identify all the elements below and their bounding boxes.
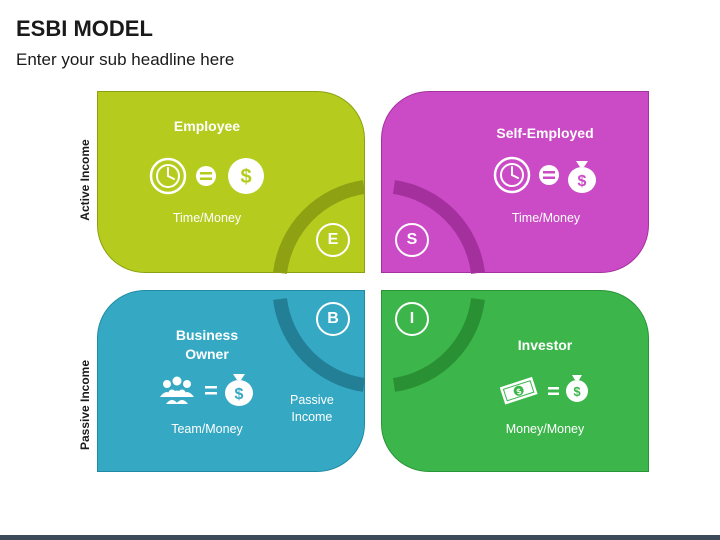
clock-icon	[149, 157, 187, 195]
money-bag-icon: $	[568, 161, 596, 193]
letter-badge-e: E	[316, 223, 350, 257]
letter-badge-i: I	[395, 302, 429, 336]
business-owner-title-line1: Business	[175, 327, 239, 343]
self-employed-icon-row: $	[493, 156, 596, 194]
side-label-passive-income: Passive Income	[78, 359, 92, 451]
equals-icon	[205, 386, 217, 395]
side-label-active-income: Active Income	[78, 139, 92, 221]
employee-title: Employee	[173, 118, 241, 134]
svg-text:$: $	[515, 387, 523, 397]
equals-icon	[548, 387, 559, 395]
business-owner-title: Business Owner	[147, 326, 267, 364]
letter-badge-b: B	[316, 302, 350, 336]
investor-title: Investor	[517, 337, 573, 353]
self-employed-title: Self-Employed	[496, 125, 594, 141]
investor-subtitle: Money/Money	[505, 422, 585, 436]
clock-icon	[493, 156, 531, 194]
page-subtitle: Enter your sub headline here	[16, 50, 235, 69]
money-bag-icon: $	[566, 375, 588, 402]
letter-badge-s: S	[395, 223, 429, 257]
passive-income-label: Passive Income	[290, 392, 334, 426]
footer-bar	[0, 535, 720, 540]
business-owner-icon-row: $	[160, 374, 253, 406]
svg-text:$: $	[578, 173, 587, 190]
equals-icon	[539, 165, 559, 185]
self-employed-subtitle: Time/Money	[511, 211, 581, 225]
business-owner-subtitle: Team/Money	[171, 422, 243, 436]
passive-income-line1: Passive	[290, 393, 334, 407]
money-bag-icon: $	[225, 374, 253, 406]
investor-icon-row: $ $	[500, 375, 588, 405]
employee-subtitle: Time/Money	[172, 211, 242, 225]
equals-icon	[196, 166, 216, 186]
employee-icon-row: $	[149, 157, 264, 195]
svg-text:$: $	[240, 166, 251, 188]
passive-income-line2: Income	[291, 410, 333, 424]
svg-text:$: $	[573, 384, 581, 399]
banknote-icon: $	[500, 376, 538, 405]
dollar-coin-icon: $	[228, 158, 264, 194]
page-title: ESBI MODEL	[16, 16, 153, 41]
team-icon	[160, 376, 194, 404]
svg-text:$: $	[235, 386, 244, 403]
business-owner-title-line2: Owner	[185, 346, 229, 362]
